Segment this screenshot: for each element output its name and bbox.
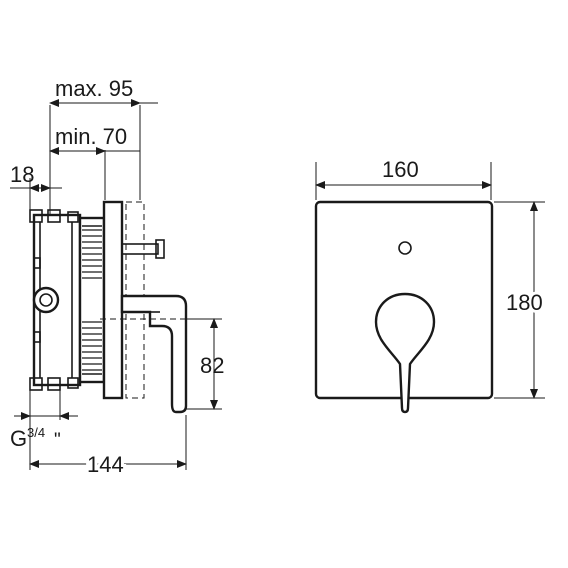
- dim-min-label: min. 70: [55, 124, 127, 149]
- dim-width-label: 160: [382, 157, 419, 182]
- lever-handle-front: [374, 292, 436, 414]
- threaded-body: [78, 216, 106, 384]
- dimension-width: 160: [315, 157, 492, 200]
- dimension-height: 180: [494, 201, 546, 399]
- dim-max-label: max. 95: [55, 76, 133, 101]
- dim-thread-letter: G: [10, 426, 27, 451]
- dimension-max: max. 95: [49, 76, 158, 215]
- dimension-144: 144: [29, 415, 187, 480]
- mounting-box: [29, 209, 82, 391]
- dim-height-label: 180: [506, 290, 543, 315]
- dim-82-label: 82: [200, 353, 224, 378]
- dimension-18: 18: [10, 162, 62, 215]
- dim-144-label: 144: [87, 452, 124, 477]
- dimension-82: 82: [186, 318, 224, 410]
- front-view: 160 180: [314, 157, 546, 414]
- dim-thread-inch: ": [54, 430, 61, 451]
- cover-hole: [398, 241, 412, 255]
- dim-thread-fraction: 3/4: [27, 425, 45, 440]
- dim-18-label: 18: [10, 162, 34, 187]
- dimension-thread: G 3/4 ": [10, 390, 78, 451]
- inlet-circle: [32, 286, 60, 314]
- side-view: max. 95 min. 70 18: [10, 76, 224, 480]
- dimension-min: min. 70: [49, 124, 140, 200]
